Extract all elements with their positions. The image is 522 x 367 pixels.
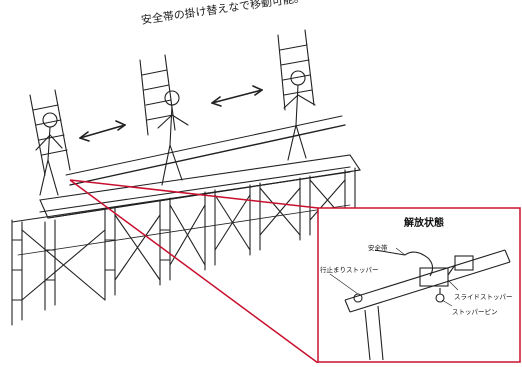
scaffold-frames [11,167,356,326]
move-arrow-right [211,85,263,107]
label-slide-stopper: スライドストッパー [454,293,513,301]
ladder-left [29,89,71,176]
detail-box [317,207,521,363]
ladder-right [277,29,315,111]
worker-center [157,90,189,186]
label-end-stopper: 行止まりストッパー [320,266,379,274]
detail-title: 解放状態 [404,218,444,229]
label-safety-belt: 安全帯 [368,244,388,252]
detail-leaders [329,247,459,307]
ladder-center [139,54,176,136]
label-stopper-pin: ストッパーピン [452,308,498,316]
worker-right [283,70,316,161]
worker-left [35,112,63,196]
move-arrow-left [79,120,126,142]
callout-lines [69,179,319,364]
